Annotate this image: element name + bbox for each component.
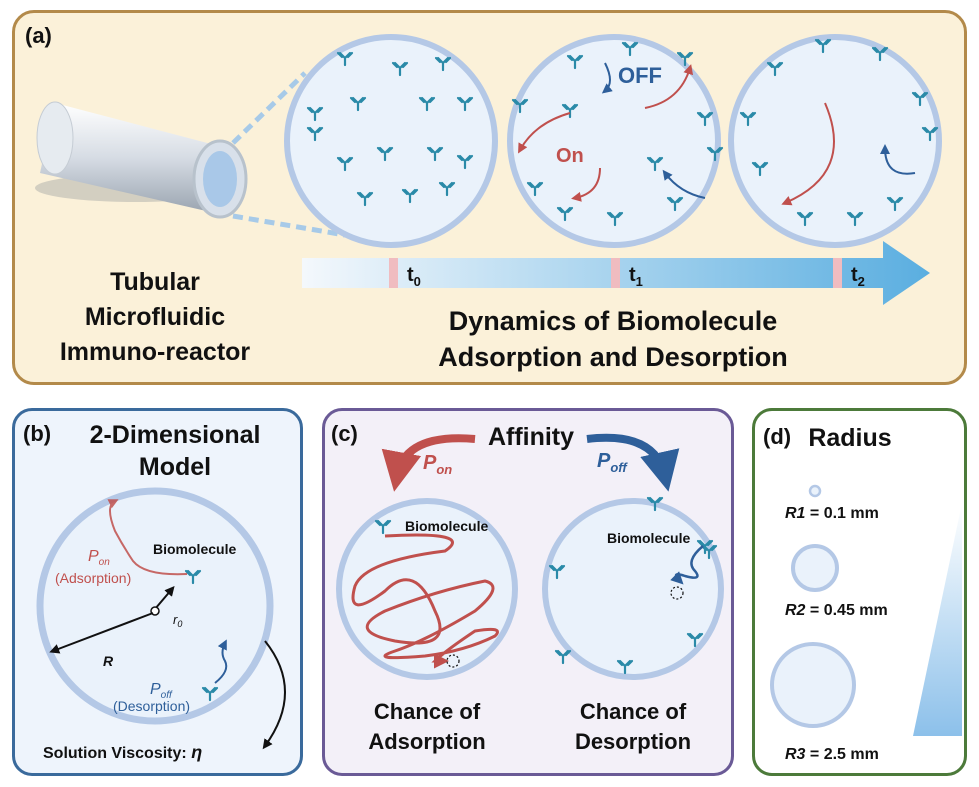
radius-title: Radius — [808, 424, 891, 452]
reactor-circle-t2 — [728, 34, 942, 248]
dynamics-title-line-1: Dynamics of Biomolecule — [449, 306, 778, 336]
panel-b-label: (b) — [23, 421, 51, 446]
panel-d: (d) Radius R1 = 0.1 mm R2 = 0.45 mm R3 =… — [752, 408, 967, 776]
timeline-t0: t0 — [407, 264, 421, 289]
tube-title-line-2: Microfluidic — [85, 303, 225, 331]
on-label: On — [556, 145, 584, 167]
adsorption-label: (Adsorption) — [55, 570, 131, 586]
affinity-title: Affinity — [488, 423, 574, 451]
panel-b-title-line-2: Model — [139, 453, 211, 481]
timeline-t1: t1 — [629, 264, 643, 289]
radius-r3-label: R3 = 2.5 mm — [785, 746, 879, 763]
radius-r2-label: R2 = 0.45 mm — [785, 602, 888, 619]
radius-circle-r3 — [770, 642, 856, 728]
tube-illustration — [35, 71, 346, 238]
p-off-label: Poff — [150, 681, 173, 701]
panel-b-title-line-1: 2-Dimensional — [90, 421, 261, 449]
panel-c-graphics: (c) Affinity Pon Poff Biomolecule Biomol… — [331, 421, 724, 754]
panel-d-graphics: (d) Radius R1 = 0.1 mm R2 = 0.45 mm R3 =… — [763, 424, 962, 763]
reactor-circle-t0 — [284, 34, 498, 248]
timeline-t2: t2 — [851, 264, 865, 289]
panel-a: (a) — [12, 10, 967, 385]
biomolecule-label: Biomolecule — [153, 541, 236, 557]
panel-a-label: (a) — [25, 23, 52, 48]
panel-d-label: (d) — [763, 424, 791, 449]
panel-c: (c) Affinity Pon Poff Biomolecule Biomol… — [322, 408, 734, 776]
adsorption-caption-line-1: Chance of — [374, 699, 481, 724]
panel-b-graphics: (b) 2-Dimensional Model Biomolecule Pon … — [23, 421, 286, 762]
p-on-label: Pon — [88, 548, 110, 568]
panel-c-label: (c) — [331, 421, 358, 446]
R-label: R — [103, 653, 114, 669]
desorption-label: (Desorption) — [113, 698, 190, 714]
desorption-caption-line-1: Chance of — [580, 699, 687, 724]
desorption-caption-line-2: Desorption — [575, 729, 691, 754]
desorption-circle — [542, 498, 724, 680]
model-circle — [36, 487, 274, 725]
radius-gradient-triangle — [913, 503, 962, 736]
tube-title-line-1: Tubular — [110, 268, 200, 296]
panel-b: (b) 2-Dimensional Model Biomolecule Pon … — [12, 408, 303, 776]
desorption-biomolecule-label: Biomolecule — [607, 530, 690, 546]
r0-label: r0 — [173, 612, 182, 629]
affinity-p-on: Pon — [423, 452, 452, 477]
viscosity-label: Solution Viscosity: η — [43, 742, 202, 762]
radius-r1-label: R1 = 0.1 mm — [785, 505, 879, 522]
reactor-circle-t1: OFF On — [507, 34, 724, 248]
affinity-p-off: Poff — [597, 450, 628, 475]
off-label: OFF — [618, 63, 662, 88]
adsorption-caption-line-2: Adsorption — [368, 729, 485, 754]
panel-a-graphics: (a) — [25, 23, 942, 372]
dynamics-title-line-2: Adsorption and Desorption — [438, 342, 787, 372]
radius-circle-r2 — [791, 544, 839, 592]
radius-circle-r1 — [808, 484, 822, 498]
timeline-arrow — [302, 241, 930, 305]
tube-title-line-3: Immuno-reactor — [60, 338, 251, 366]
adsorption-biomolecule-label: Biomolecule — [405, 518, 488, 534]
